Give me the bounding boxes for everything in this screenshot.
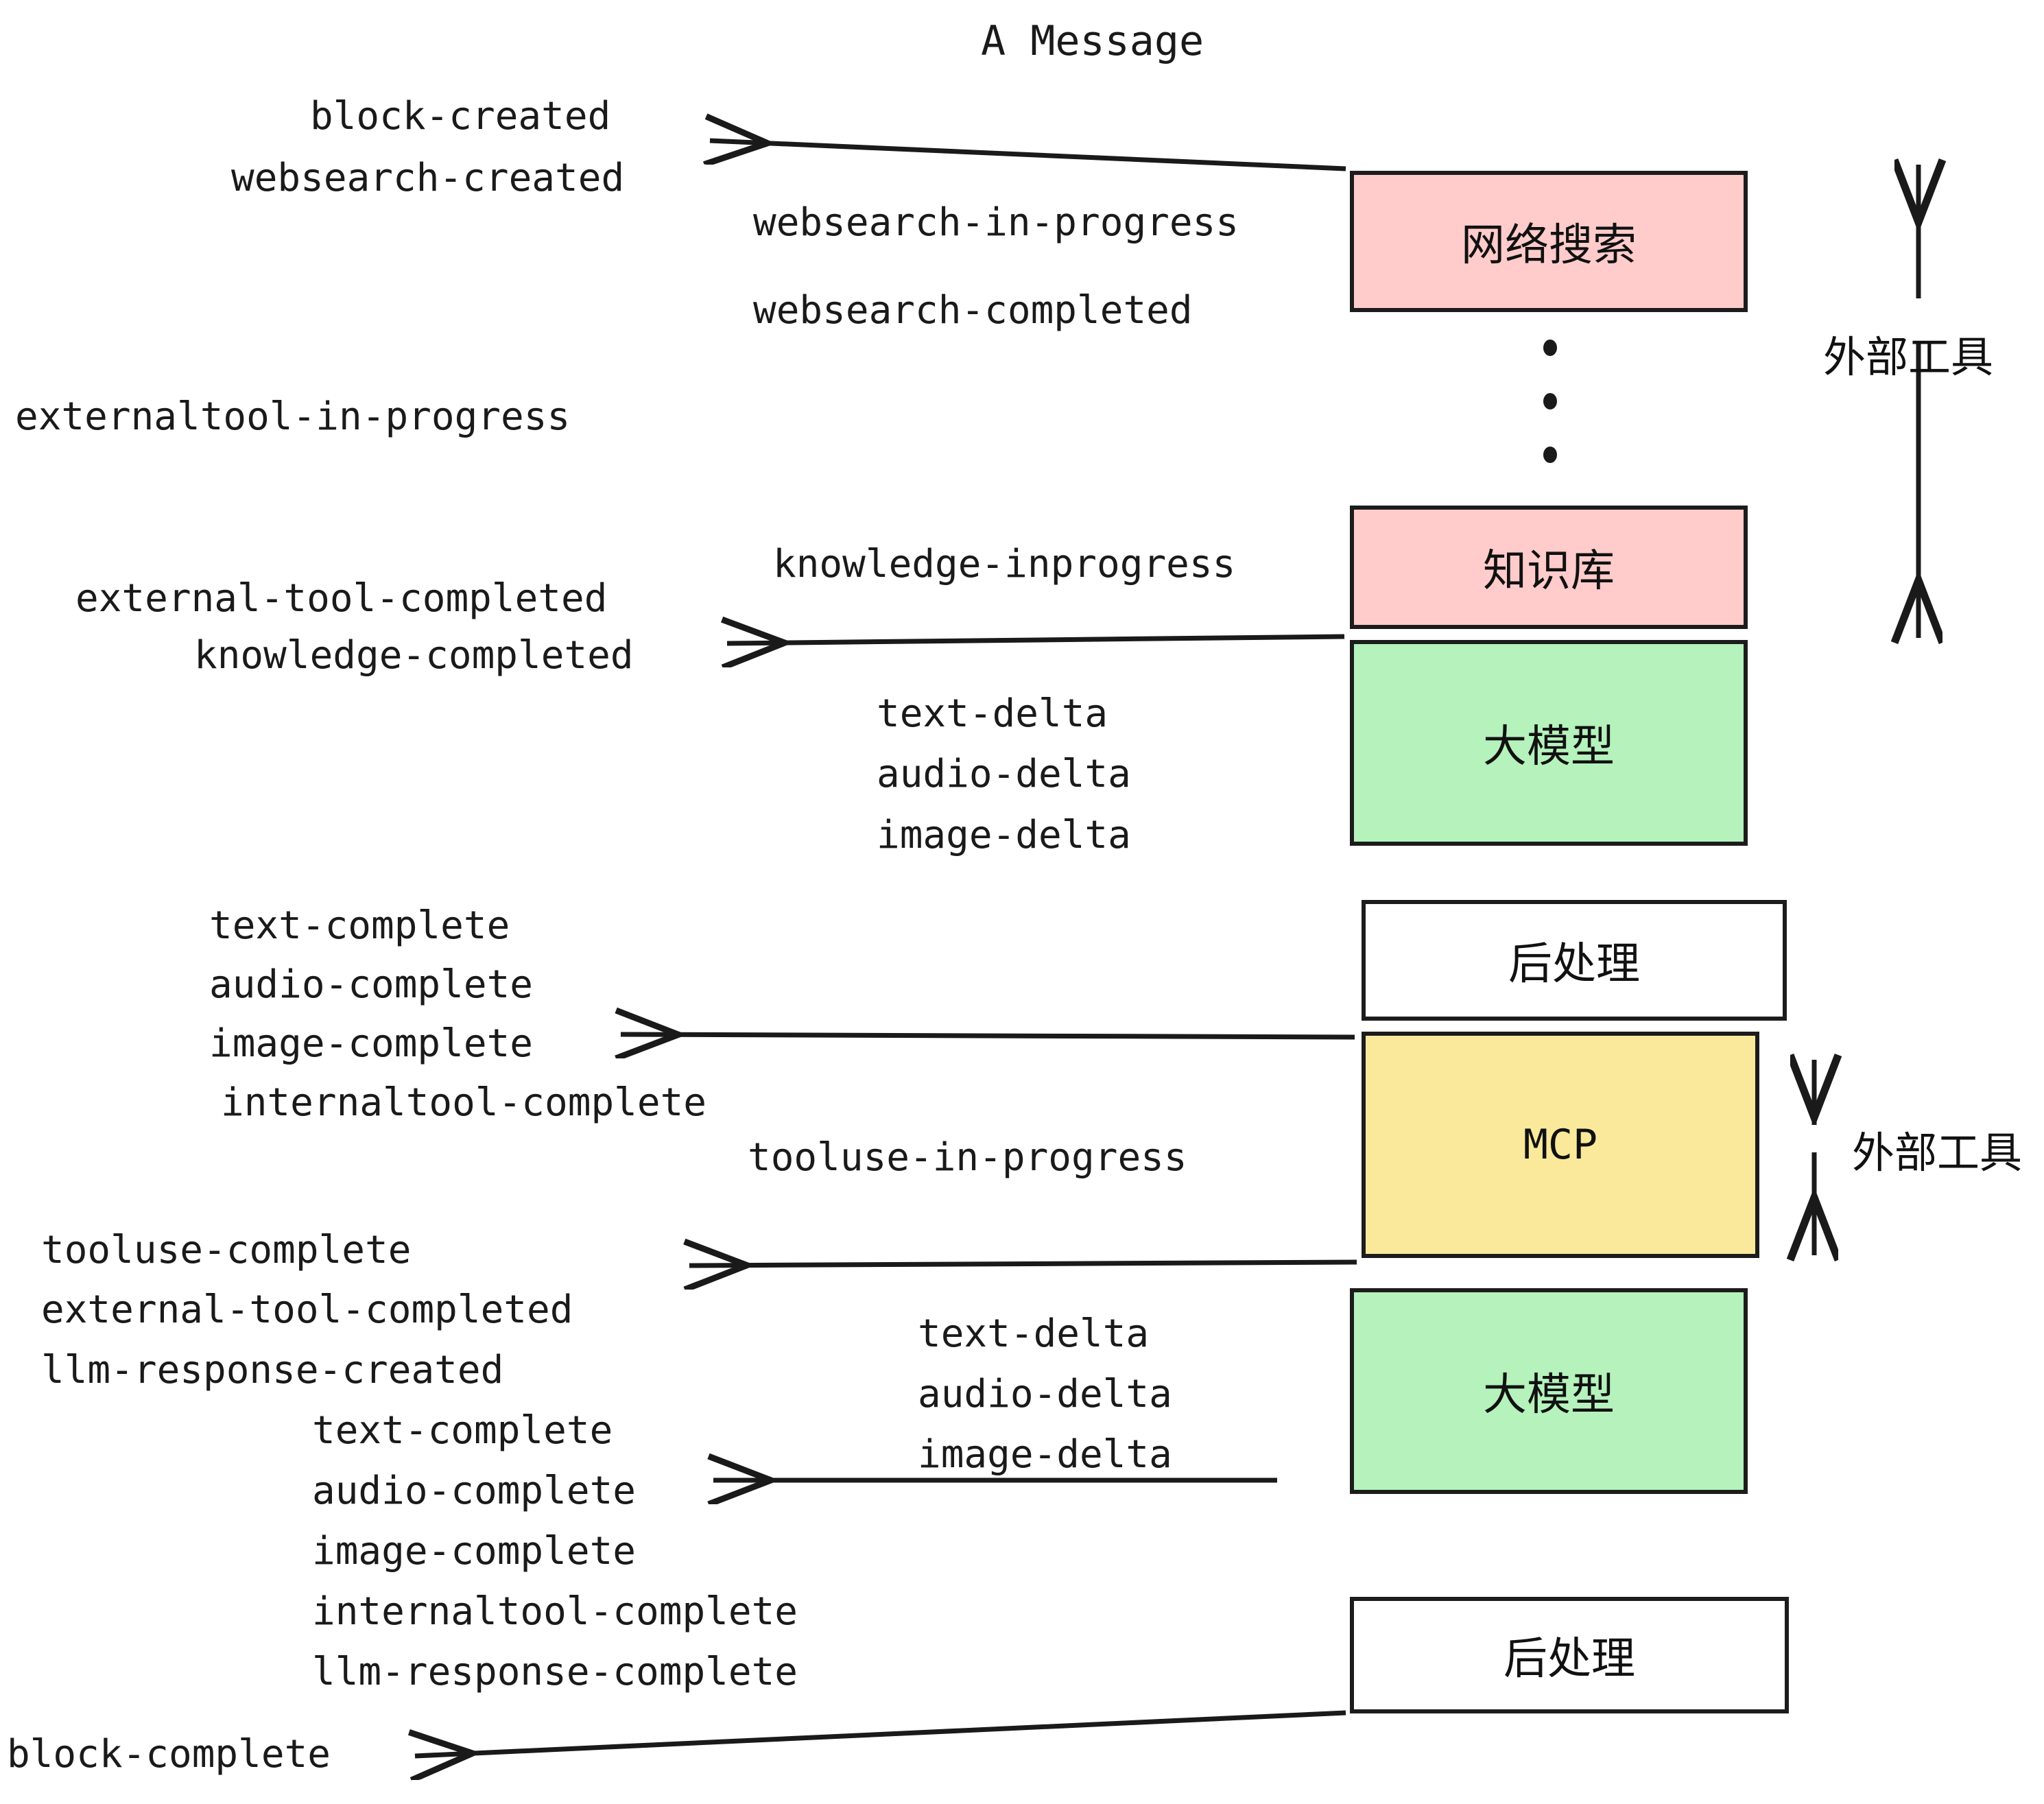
event-text-delta-2: text-delta bbox=[918, 1312, 1150, 1356]
event-text-delta-1: text-delta bbox=[877, 691, 1108, 736]
event-block-complete: block-complete bbox=[7, 1732, 331, 1777]
page-title: A Message bbox=[981, 17, 1204, 65]
node-mcp-label: MCP bbox=[1523, 1121, 1598, 1169]
event-image-complete-1: image-complete bbox=[209, 1021, 534, 1066]
label-external-tools-bottom: 外部工具 bbox=[1852, 1128, 2023, 1178]
node-websearch: 网络搜索 bbox=[1350, 171, 1748, 312]
node-postprocess-1-label: 后处理 bbox=[1508, 939, 1640, 990]
node-mcp: MCP bbox=[1362, 1032, 1759, 1258]
event-audio-delta-1: audio-delta bbox=[877, 752, 1131, 796]
node-knowledge-label: 知识库 bbox=[1483, 546, 1615, 597]
event-internaltool-complete-1: internaltool-complete bbox=[221, 1080, 707, 1125]
arrow-mcp-to-tooluse-complete bbox=[689, 1262, 1357, 1266]
event-tooluse-in-progress: tooluse-in-progress bbox=[748, 1135, 1187, 1180]
arrow-postproc2-to-block-complete bbox=[415, 1710, 1346, 1756]
dot-2 bbox=[1543, 393, 1557, 410]
event-tooluse-complete: tooluse-complete bbox=[41, 1228, 412, 1272]
node-llm-1-label: 大模型 bbox=[1483, 722, 1615, 772]
event-block-created: block-created bbox=[310, 94, 611, 139]
node-postprocess-2: 后处理 bbox=[1350, 1597, 1789, 1713]
event-internaltool-complete-2: internaltool-complete bbox=[312, 1589, 798, 1634]
event-text-complete-1: text-complete bbox=[209, 903, 510, 948]
event-image-complete-2: image-complete bbox=[312, 1529, 637, 1574]
event-external-tool-completed-1: external-tool-completed bbox=[75, 576, 608, 621]
event-external-tool-completed-2: external-tool-completed bbox=[41, 1287, 573, 1332]
event-image-delta-1: image-delta bbox=[877, 813, 1131, 857]
arrow-knowledge-to-completed bbox=[727, 637, 1345, 643]
event-audio-delta-2: audio-delta bbox=[918, 1372, 1172, 1416]
event-knowledge-inprogress: knowledge-inprogress bbox=[773, 542, 1236, 586]
event-websearch-completed: websearch-completed bbox=[753, 288, 1193, 333]
event-audio-complete-2: audio-complete bbox=[312, 1469, 637, 1513]
arrow-websearch-to-created bbox=[710, 141, 1346, 171]
event-image-delta-2: image-delta bbox=[918, 1432, 1172, 1477]
node-llm-2-label: 大模型 bbox=[1483, 1370, 1615, 1421]
event-websearch-in-progress: websearch-in-progress bbox=[753, 200, 1239, 245]
event-websearch-created: websearch-created bbox=[231, 156, 625, 200]
node-websearch-label: 网络搜索 bbox=[1461, 220, 1637, 271]
node-postprocess-1: 后处理 bbox=[1362, 900, 1787, 1021]
event-text-complete-2: text-complete bbox=[312, 1408, 613, 1453]
arrow-postproc1-to-image-complete bbox=[621, 1034, 1355, 1037]
event-audio-complete-1: audio-complete bbox=[209, 962, 534, 1007]
node-postprocess-2-label: 后处理 bbox=[1504, 1634, 1635, 1685]
node-llm-1: 大模型 bbox=[1350, 640, 1748, 846]
event-llm-response-complete: llm-response-complete bbox=[312, 1650, 798, 1694]
label-external-tools-top: 外部工具 bbox=[1823, 332, 1994, 382]
dot-1 bbox=[1543, 340, 1557, 356]
event-knowledge-completed: knowledge-completed bbox=[194, 633, 634, 678]
node-knowledge: 知识库 bbox=[1350, 506, 1748, 629]
event-llm-response-created: llm-response-created bbox=[41, 1348, 504, 1392]
event-externaltool-in-progress: externaltool-in-progress bbox=[15, 394, 571, 439]
ellipsis-dots bbox=[1542, 340, 1558, 463]
dot-3 bbox=[1543, 447, 1557, 463]
node-llm-2: 大模型 bbox=[1350, 1288, 1748, 1494]
